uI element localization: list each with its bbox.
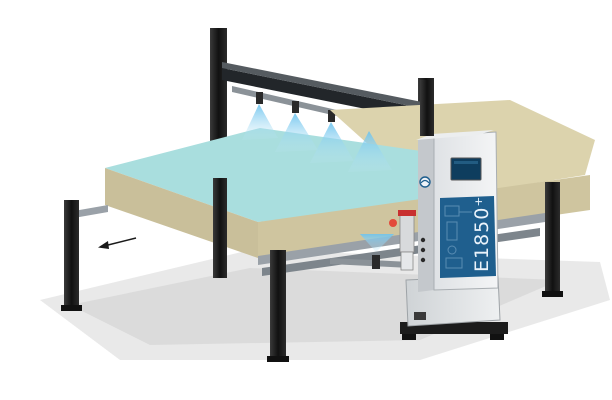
tank-cap <box>414 312 426 320</box>
display-screen-glare <box>454 161 478 164</box>
side-fitting-3 <box>420 257 426 263</box>
control-cabinet: E1850⁺ <box>416 130 499 292</box>
arrow-left-icon <box>98 237 137 249</box>
spray-cones <box>242 104 392 172</box>
pressure-gauge <box>389 219 397 227</box>
nozzle-3 <box>328 110 335 122</box>
model-label: E1850⁺ <box>471 196 493 272</box>
nozzle-1 <box>256 92 263 104</box>
regulator-body <box>399 213 415 253</box>
post-front-center <box>270 250 286 362</box>
filter-regulator <box>389 210 416 271</box>
cabinet-top <box>416 130 494 140</box>
spray-cone-4 <box>348 131 392 172</box>
post-right-foot <box>542 291 563 297</box>
spray-cone-1 <box>242 104 278 140</box>
lower-nozzle <box>372 255 380 269</box>
cabinet-side <box>418 136 434 292</box>
side-fitting-1 <box>420 237 426 243</box>
lower-spray-manifold <box>330 258 410 268</box>
accent-panel <box>440 196 496 278</box>
side-fitting-2 <box>420 247 426 253</box>
filter-bowl <box>400 251 414 271</box>
post-front-left <box>64 200 79 310</box>
post-front-center-foot <box>267 356 289 362</box>
regulator-top <box>398 210 416 216</box>
post-back-center <box>213 178 227 278</box>
nozzle-2 <box>292 101 299 113</box>
post-right <box>545 182 560 296</box>
post-front-left-foot <box>61 305 82 311</box>
panel-circuit <box>444 205 472 269</box>
spray-beam-top <box>222 62 432 110</box>
spray-cone-3 <box>310 122 354 163</box>
spray-cone-2 <box>275 113 318 152</box>
brand-logo-icon <box>419 176 431 188</box>
gantry-post-front-right <box>420 80 434 136</box>
pallet-foot-right <box>490 334 504 340</box>
pallet-foot-left <box>402 334 416 340</box>
lower-spray-cone <box>360 234 394 252</box>
